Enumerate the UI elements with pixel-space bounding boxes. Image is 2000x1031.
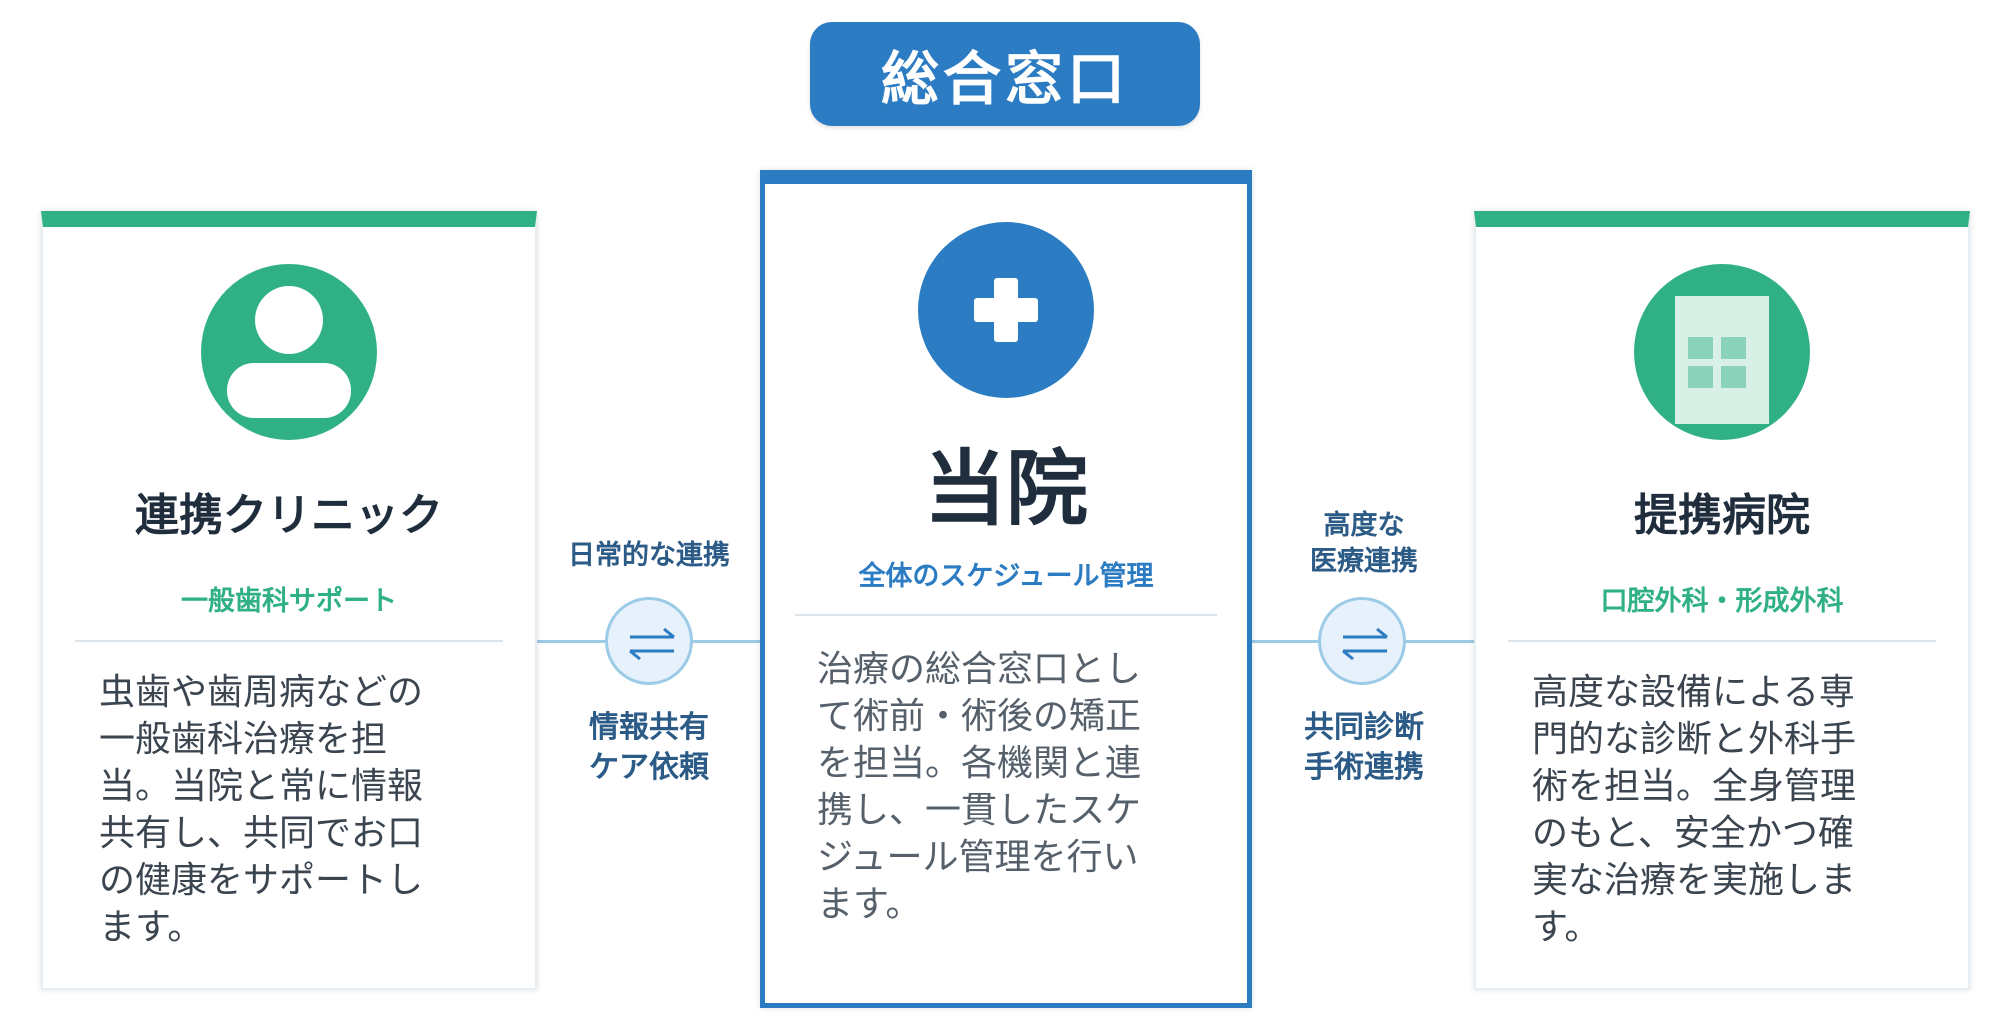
description-line: ジュール管理を行い <box>817 837 1139 878</box>
description-line: の健康をサポートし <box>99 860 424 901</box>
description-line: 高度な設備による専 <box>1532 672 1855 713</box>
card-title: 当院 <box>923 442 1088 537</box>
label-line: 高度な <box>1323 510 1405 541</box>
label-line: 共同診断 <box>1304 710 1424 745</box>
exchange-arrows-icon <box>1318 597 1406 685</box>
person-icon <box>201 264 377 440</box>
card-description: 治療の総合窓口とし て術前・術後の矯正 を担当。各機関と連 携し、一貫したスケ … <box>817 646 1199 928</box>
card-partner-clinic: 連携クリニック 一般歯科サポート 虫歯や歯周病などの 一般歯科治療を担 当。当院… <box>41 211 537 990</box>
card-partner-hospital: 提携病院 口腔外科・形成外科 高度な設備による専 門的な診断と外科手 術を担当。… <box>1474 211 1970 990</box>
label-line: 日常的な連携 <box>568 540 730 571</box>
card-title: 提携病院 <box>1634 490 1810 541</box>
label-line: 情報共有 <box>589 710 709 745</box>
description-line: のもと、安全かつ確 <box>1532 813 1854 854</box>
description-line: 携し、一貫したスケ <box>817 790 1142 831</box>
description-line: 当。当院と常に情報 <box>99 766 424 807</box>
card-subtitle: 口腔外科・形成外科 <box>1600 586 1844 617</box>
description-line: 術を担当。全身管理 <box>1532 766 1857 807</box>
description-line: ます。 <box>99 907 204 948</box>
description-line: 門的な診断と外科手 <box>1532 719 1857 760</box>
description-line: て術前・術後の矯正 <box>817 696 1142 737</box>
card-description: 高度な設備による専 門的な診断と外科手 術を担当。全身管理 のもと、安全かつ確 … <box>1532 669 1920 951</box>
description-line: ます。 <box>817 884 922 925</box>
description-line: 一般歯科治療を担 <box>99 719 388 760</box>
card-title: 連携クリニック <box>135 490 443 541</box>
divider <box>75 640 503 642</box>
divider <box>1508 640 1936 642</box>
card-description: 虫歯や歯周病などの 一般歯科治療を担 当。当院と常に情報 共有し、共同でお口 の… <box>99 669 487 951</box>
card-subtitle: 全体のスケジュール管理 <box>858 561 1154 592</box>
general-window-badge: 総合窓口 <box>810 22 1200 126</box>
connector-left-bottom-label: 情報共有 ケア依頼 <box>540 708 758 788</box>
description-line: 虫歯や歯周病などの <box>99 672 424 713</box>
card-our-clinic: 当院 全体のスケジュール管理 治療の総合窓口とし て術前・術後の矯正 を担当。各… <box>760 170 1252 1008</box>
label-line: ケア依頼 <box>589 750 709 785</box>
description-line: す。 <box>1532 907 1601 948</box>
hospital-building-icon <box>1634 264 1810 440</box>
medical-cross-icon <box>918 222 1094 398</box>
exchange-arrows-icon <box>605 597 693 685</box>
description-line: 共有し、共同でお口 <box>99 813 424 854</box>
label-line: 医療連携 <box>1310 546 1418 577</box>
divider <box>795 614 1217 616</box>
connector-right-bottom-label: 共同診断 手術連携 <box>1255 708 1473 788</box>
connector-right-top-label: 高度な 医療連携 <box>1255 508 1473 580</box>
description-line: 実な治療を実施しま <box>1532 860 1857 901</box>
description-line: 治療の総合窓口とし <box>817 649 1142 690</box>
connector-left-top-label: 日常的な連携 <box>540 538 758 574</box>
card-subtitle: 一般歯科サポート <box>181 586 397 617</box>
description-line: を担当。各機関と連 <box>817 743 1142 784</box>
label-line: 手術連携 <box>1304 750 1424 785</box>
